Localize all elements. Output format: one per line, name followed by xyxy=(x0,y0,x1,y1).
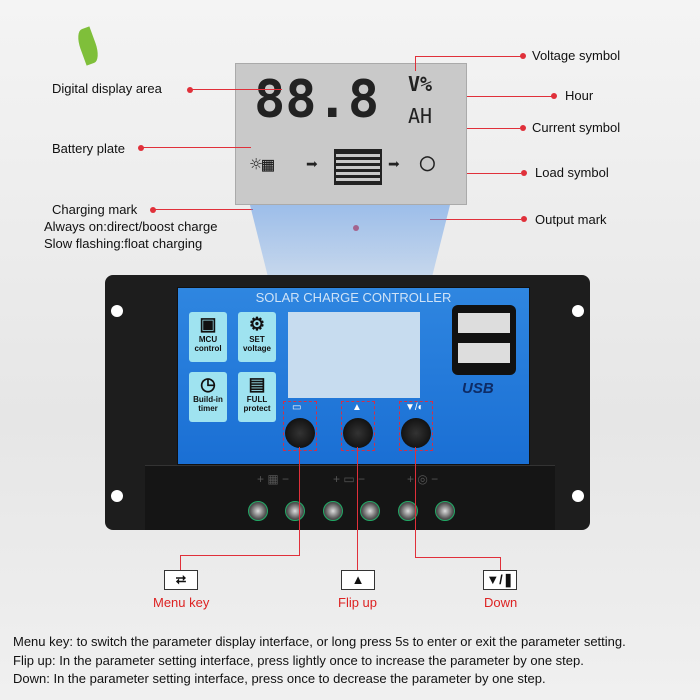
bulb-icon: ◯ xyxy=(420,148,435,176)
menu-icon: ▭ xyxy=(292,402,302,413)
triangle-down-bulb-icon: ▼/◐ xyxy=(405,402,424,413)
tile-mcu-line2: control xyxy=(194,344,222,353)
callout-current-symbol: Current symbol xyxy=(532,120,621,135)
terminal-screw[interactable] xyxy=(323,501,343,521)
callout-charging-mark: Charging mark xyxy=(52,202,138,217)
callout-output-mark: Output mark xyxy=(535,212,607,227)
menu-cycle-icon: ⮂ xyxy=(164,570,198,590)
lcd-display-enlarged: 88.8 V% AH ☼▦ ➡ ➡ ◯ xyxy=(235,63,467,205)
charging-note-1: Always on:direct/boost charge xyxy=(44,219,218,234)
callout-digital-display: Digital display area xyxy=(52,81,162,96)
panel-title: SOLAR CHARGE CONTROLLER xyxy=(255,290,452,305)
callout-voltage-symbol: Voltage symbol xyxy=(532,48,621,63)
chip-icon: ▣ xyxy=(199,314,217,334)
usb-ports[interactable] xyxy=(452,305,516,375)
description-down: Down: In the parameter setting interface… xyxy=(13,671,546,686)
tile-protect-line1: FULL xyxy=(246,395,268,404)
terminal-screw[interactable] xyxy=(398,501,418,521)
down-button[interactable] xyxy=(401,418,431,448)
terminal-screw[interactable] xyxy=(435,501,455,521)
menu-key-label: Menu key xyxy=(153,595,210,610)
usb-label: USB xyxy=(462,380,494,397)
terminal-screw[interactable] xyxy=(285,501,305,521)
tile-set-line2: voltage xyxy=(242,344,271,353)
description-menu: Menu key: to switch the parameter displa… xyxy=(13,634,626,649)
lcd-unit-top: V% xyxy=(408,72,433,96)
down-label: Down xyxy=(484,595,518,610)
tile-timer-line1: Build-in xyxy=(193,395,223,404)
tile-timer-line2: timer xyxy=(198,404,218,413)
terminal-block: + ▦ − + ▭ − + ◎ − xyxy=(145,465,555,530)
flip-up-button[interactable] xyxy=(343,418,373,448)
menu-key-button[interactable] xyxy=(285,418,315,448)
flip-up-label: Flip up xyxy=(338,595,378,610)
solar-panel-icon: ☼▦ xyxy=(250,152,275,176)
callout-hour: Hour xyxy=(565,88,594,103)
load-terminal-icon: + ◎ − xyxy=(407,472,439,486)
battery-icon xyxy=(334,149,382,185)
gear-icon: ⚙ xyxy=(248,314,266,334)
solar-terminal-icon: + ▦ − xyxy=(257,472,290,486)
triangle-down-bulb-icon: ▼/❚ xyxy=(483,570,517,590)
charging-note-2: Slow flashing:float charging xyxy=(44,236,203,251)
tile-protect-line2: protect xyxy=(243,404,271,413)
arrow-right-icon: ➡ xyxy=(306,152,319,176)
lcd-digits: 88.8 xyxy=(254,70,380,130)
clock-icon: ◷ xyxy=(200,374,216,394)
terminal-screw[interactable] xyxy=(248,501,268,521)
triangle-up-icon: ▲ xyxy=(352,402,362,413)
description-flip-up: Flip up: In the parameter setting interf… xyxy=(13,653,584,668)
callout-load-symbol: Load symbol xyxy=(535,165,609,180)
lcd-window xyxy=(288,312,420,398)
callout-battery-plate: Battery plate xyxy=(52,141,125,156)
battery-terminal-icon: + ▭ − xyxy=(333,472,366,486)
leaf-decoration xyxy=(74,26,102,66)
lock-icon: ▤ xyxy=(248,374,266,394)
triangle-up-icon: ▲ xyxy=(341,570,375,590)
lcd-unit-bottom: AH xyxy=(408,104,433,128)
tile-mcu-line1: MCU xyxy=(198,335,218,344)
arrow-right-icon: ➡ xyxy=(388,152,401,176)
tile-set-line1: SET xyxy=(249,335,265,344)
terminal-screw[interactable] xyxy=(360,501,380,521)
